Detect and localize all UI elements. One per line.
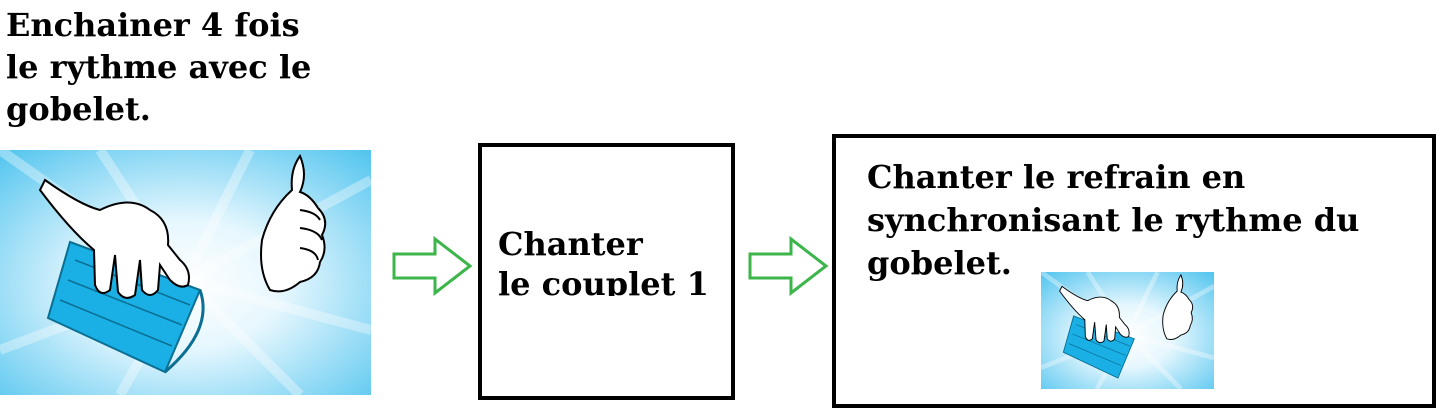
step-3-line-2: synchronisant le rythme du	[867, 201, 1360, 239]
left-hand-icon	[38, 178, 190, 299]
step-1-instruction: Enchainer 4 fois le rythme avec le gobel…	[6, 4, 366, 130]
right-hand-icon	[260, 153, 327, 293]
arrow-right-icon	[747, 236, 829, 296]
step-3-line-1: Chanter le refrain en	[867, 158, 1246, 196]
step-2-instruction: Chanter le couplet 1	[498, 224, 728, 296]
arrow-right-icon	[391, 236, 473, 296]
step-1-line-3: gobelet.	[6, 90, 151, 128]
step-3-instruction: Chanter le refrain en synchronisant le r…	[867, 156, 1427, 285]
left-hand-icon	[1059, 285, 1130, 344]
step-3-line-3: gobelet.	[867, 244, 1012, 282]
cup-rhythm-small-illustration	[1041, 272, 1214, 389]
cup-rhythm-illustration	[0, 150, 371, 395]
step-2-line-1: Chanter	[498, 225, 643, 263]
step-1-line-2: le rythme avec le	[6, 48, 312, 86]
step-2-line-2: le couplet 1	[498, 265, 709, 296]
step-3-box: Chanter le refrain en synchronisant le r…	[832, 134, 1436, 408]
right-hand-icon	[1162, 273, 1194, 340]
step-1-line-1: Enchainer 4 fois	[6, 6, 300, 44]
step-2-box: Chanter le couplet 1	[478, 143, 735, 400]
